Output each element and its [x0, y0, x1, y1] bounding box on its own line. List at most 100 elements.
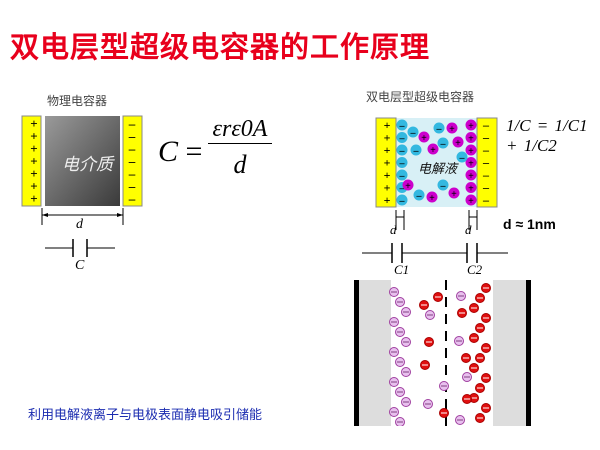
cation-sign: + [421, 133, 427, 144]
charge-sign: + [30, 141, 37, 156]
cation [465, 194, 477, 206]
distance-left-label: d [390, 222, 397, 237]
cation [465, 144, 477, 156]
cation [426, 191, 438, 203]
c2-label: C2 [467, 262, 483, 277]
anion [396, 132, 408, 143]
anion [456, 151, 468, 163]
charge-sign: + [384, 131, 391, 145]
anion-sign: – [399, 146, 406, 157]
anion-sign: – [440, 181, 447, 192]
left-porous-electrode [356, 280, 391, 426]
charge-sign: – [482, 193, 490, 207]
cation-sign: + [430, 145, 436, 156]
cation [465, 157, 477, 168]
cation-sign: + [468, 184, 474, 195]
anion-sign: – [399, 196, 406, 207]
charge-sign: + [384, 193, 391, 207]
cation-sign: + [451, 189, 457, 200]
anion [437, 179, 449, 191]
charge-sign: – [128, 141, 136, 156]
anion-sign: – [436, 124, 443, 135]
charge-sign: + [384, 118, 391, 132]
charge-sign: + [384, 181, 391, 195]
charge-sign: – [128, 154, 136, 169]
right-porous-electrode [493, 280, 528, 426]
charge-sign: – [128, 191, 136, 206]
cation [452, 136, 464, 148]
capacitor-label: C [75, 258, 85, 273]
cation [427, 143, 439, 155]
caption: 利用电解液离子与电极表面静电吸引储能 [28, 408, 263, 423]
charge-sign: – [482, 131, 490, 145]
anion [407, 126, 419, 138]
charge-sign: + [384, 143, 391, 157]
anion [410, 144, 422, 156]
negative-electrode [476, 117, 498, 208]
cation [465, 119, 477, 131]
charge-sign: + [384, 168, 391, 182]
distance-label: d [76, 217, 83, 232]
c1-label: C1 [394, 262, 410, 277]
physical-capacitor-diagram: +–+–+–+–+–+–+– [21, 115, 143, 257]
cation-sign: + [455, 138, 461, 149]
anion-sign: – [399, 159, 406, 170]
anion-sign: – [399, 134, 406, 145]
charge-sign: – [482, 118, 490, 132]
charge-sign: + [30, 191, 37, 206]
edlc-diagram: +––++––++––++––++––++––++––+–+–+–+–++–––… [362, 117, 508, 263]
charge-sign: + [30, 154, 37, 169]
dielectric-label: 电介质 [62, 155, 113, 174]
anion [413, 189, 425, 201]
charge-sign: – [128, 116, 136, 131]
formula-lhs: C = [158, 135, 203, 168]
charge-sign: + [30, 116, 37, 131]
anion-sign: – [459, 153, 466, 164]
electrolyte-label: 电解液 [418, 161, 458, 176]
anion-sign: – [440, 139, 447, 150]
formula-numerator: εrε0A [208, 116, 272, 144]
cation-sign: + [468, 146, 474, 157]
anion [396, 144, 408, 156]
cation [446, 122, 458, 134]
cation [402, 179, 414, 191]
cation-sign: + [449, 124, 455, 135]
cation [448, 187, 460, 199]
distance-note: d ≈ 1nm [503, 216, 556, 232]
charge-sign: + [30, 129, 37, 144]
anion-sign: – [399, 121, 406, 132]
cation [465, 169, 477, 181]
slide-title: 双电层型超级电容器的工作原理 [10, 30, 431, 64]
cation-sign: + [429, 193, 435, 204]
dielectric-block [45, 116, 120, 206]
negative-plate [122, 115, 143, 207]
charge-sign: – [128, 129, 136, 144]
cation-sign: + [405, 181, 411, 192]
cation-sign: + [468, 159, 474, 170]
series-formula: 1/C = 1/C1 + 1/C2 [506, 116, 588, 155]
anion [437, 137, 449, 149]
anion-sign: – [413, 146, 420, 157]
double-layer-micro-diagram [354, 280, 531, 426]
cation-sign: + [468, 121, 474, 132]
distance-right-label: d [465, 222, 472, 237]
cation-sign: + [468, 134, 474, 145]
anion-sign: – [416, 191, 423, 202]
anion-sign: – [410, 128, 417, 139]
charge-sign: – [482, 181, 490, 195]
anion [433, 122, 445, 134]
charge-sign: + [30, 179, 37, 194]
charge-sign: + [30, 166, 37, 181]
physical-capacitor-label: 物理电容器 [47, 94, 108, 108]
positive-plate [21, 115, 42, 207]
edlc-label: 双电层型超级电容器 [366, 90, 475, 104]
charge-sign: – [482, 143, 490, 157]
charge-sign: – [482, 168, 490, 182]
cation [465, 132, 477, 143]
charge-sign: – [482, 156, 490, 170]
anion [396, 119, 408, 131]
cation-sign: + [468, 171, 474, 182]
charge-sign: + [384, 156, 391, 170]
charge-sign: – [128, 166, 136, 181]
anion [396, 194, 408, 206]
